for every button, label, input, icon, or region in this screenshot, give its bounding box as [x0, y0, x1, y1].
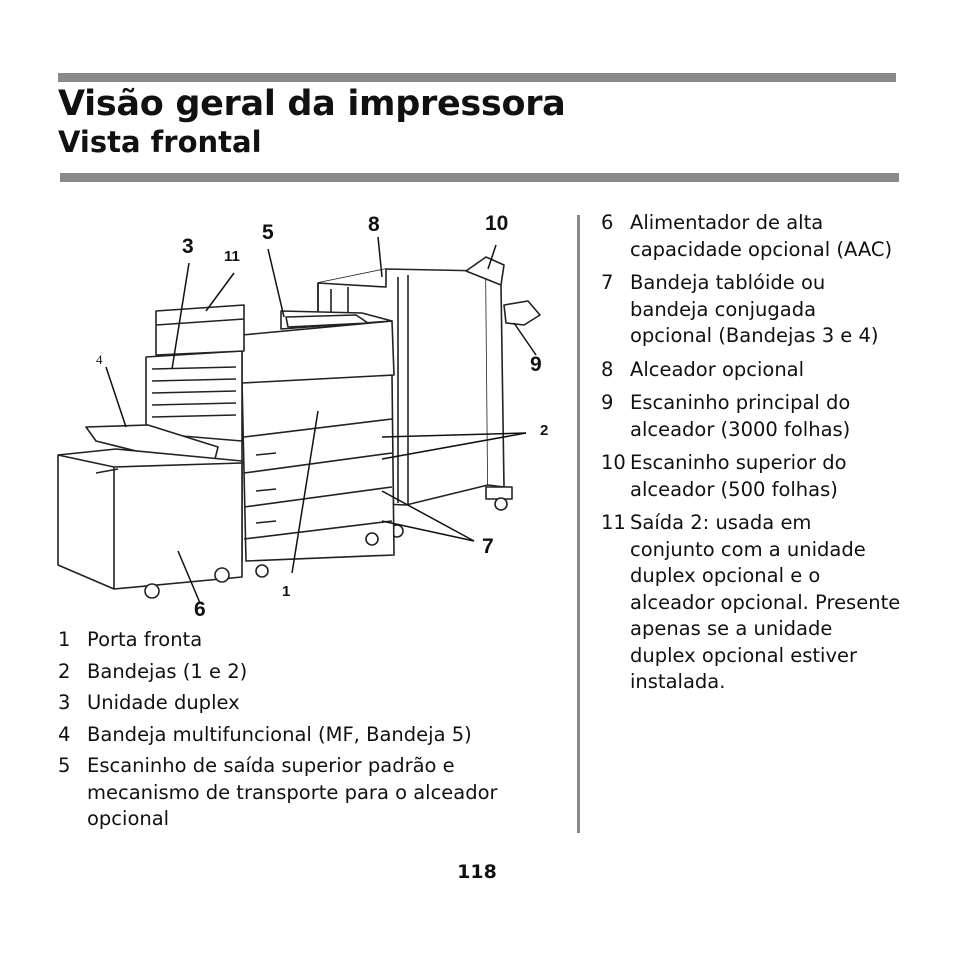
column-divider — [577, 215, 580, 833]
legend-text: Unidade duplex — [87, 691, 240, 714]
legend-item: 4 Bandeja multifuncional (MF, Bandeja 5) — [58, 722, 568, 749]
callout-4: 4 — [96, 352, 103, 367]
legend-text: Bandeja tablóide ou bandeja conjugada op… — [630, 271, 879, 347]
legend-text: Saída 2: usada em conjunto com a unidade… — [630, 511, 901, 693]
legend-item: 7 Bandeja tablóide ou bandeja conjugada o… — [601, 270, 901, 350]
legend-number: 11 — [601, 511, 626, 534]
high-capacity-feeder — [57, 448, 243, 599]
legend-list-right: 6 Alimentador de alta capacidade opcional… — [601, 210, 901, 703]
legend-text: Alimentador de alta capacidade opcional … — [630, 211, 893, 261]
legend-number: 3 — [58, 691, 71, 714]
legend-item: 5 Escaninho de saída superior padrão e me… — [58, 753, 568, 833]
callout-7: 7 — [482, 535, 494, 558]
callout-leaders — [105, 236, 537, 604]
callout-5: 5 — [262, 221, 274, 244]
callout-11: 11 — [224, 248, 240, 265]
printer-front-view-figure: 3 11 5 8 10 9 4 2 7 1 6 — [56, 205, 572, 625]
callout-1: 1 — [282, 583, 291, 600]
legend-number: 6 — [601, 211, 614, 234]
page-subtitle: Vista frontal — [58, 125, 262, 159]
duplex-unit — [145, 304, 245, 442]
legend-item: 3 Unidade duplex — [58, 690, 568, 717]
callout-9: 9 — [530, 353, 542, 376]
finisher-top-tray — [465, 256, 505, 286]
header-rule-bottom — [60, 173, 899, 182]
callout-8: 8 — [368, 213, 380, 236]
finisher-main-tray — [503, 300, 541, 326]
legend-number: 5 — [58, 754, 71, 777]
legend-number: 10 — [601, 451, 626, 474]
legend-number: 9 — [601, 391, 614, 414]
page-number: 118 — [457, 861, 497, 883]
legend-list-left: 1 Porta fronta 2 Bandejas (1 e 2) 3 Unidade… — [58, 627, 568, 838]
printer-illustration — [57, 236, 541, 604]
legend-item: 2 Bandejas (1 e 2) — [58, 659, 568, 686]
callout-3: 3 — [182, 235, 194, 258]
legend-text: Alceador opcional — [630, 357, 805, 381]
legend-text: Bandejas (1 e 2) — [87, 659, 248, 683]
legend-item: 9 Escaninho principal do alceador (3000 f… — [601, 390, 901, 443]
header-rule-top — [58, 73, 896, 82]
callout-6: 6 — [194, 598, 206, 621]
legend-text: Escaninho superior do alceador (500 folh… — [630, 451, 847, 501]
printer-main-body — [241, 310, 395, 578]
legend-number: 4 — [58, 722, 71, 746]
page-title: Visão geral da impressora — [58, 84, 566, 124]
legend-number: 7 — [601, 271, 614, 294]
legend-text: Porta fronta — [87, 628, 203, 651]
legend-text: Escaninho de saída superior padrão e mec… — [87, 754, 498, 830]
callout-2: 2 — [540, 422, 549, 439]
legend-number: 1 — [58, 628, 71, 651]
legend-item: 6 Alimentador de alta capacidade opcional… — [601, 210, 901, 263]
legend-text: Escaninho principal do alceador (3000 fo… — [630, 391, 851, 441]
legend-item: 1 Porta fronta — [58, 627, 568, 654]
legend-number: 2 — [58, 659, 71, 683]
legend-number: 8 — [601, 357, 614, 381]
legend-text: Bandeja multifuncional (MF, Bandeja 5) — [87, 722, 472, 746]
legend-item: 8 Alceador opcional — [601, 357, 901, 384]
callout-10: 10 — [485, 212, 509, 235]
